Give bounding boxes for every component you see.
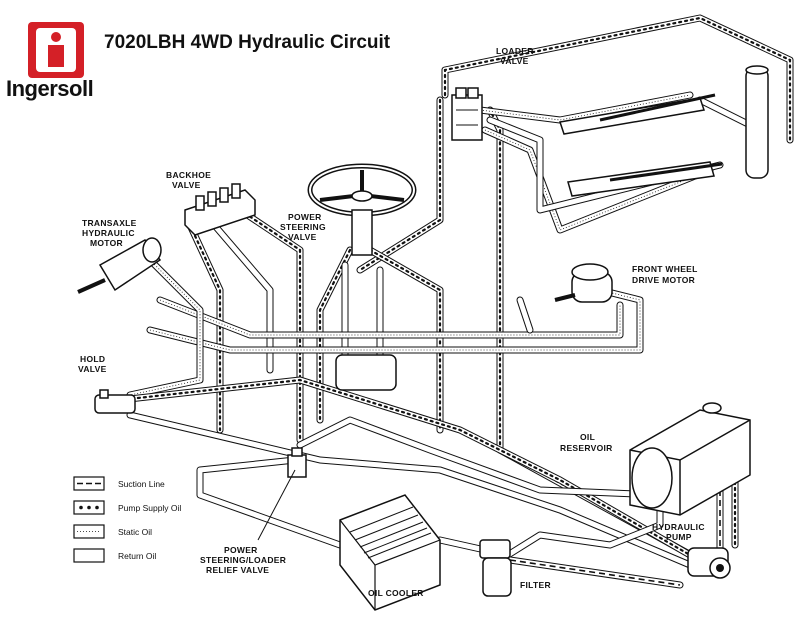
relief-valve-leader-line bbox=[257, 469, 296, 541]
loader-valve-icon bbox=[451, 87, 483, 141]
pipe-backhoe bbox=[186, 206, 304, 444]
legend-suction-swatch bbox=[73, 476, 105, 491]
transaxle-motor-icon bbox=[77, 237, 162, 294]
label-oil-cooler: OIL COOLER bbox=[368, 588, 424, 598]
pipe-transaxle bbox=[126, 256, 204, 399]
legend-return-label: Return Oil bbox=[118, 551, 156, 561]
oil-cooler-icon bbox=[339, 494, 441, 611]
legend-static-swatch bbox=[73, 524, 105, 539]
legend-pump-swatch bbox=[73, 500, 105, 515]
page-title: 7020LBH 4WD Hydraulic Circuit bbox=[104, 32, 391, 53]
front-wheel-drive-motor-icon bbox=[554, 263, 613, 303]
label-loader-valve: LOADER VALVE bbox=[496, 46, 536, 66]
legend-static-label: Static Oil bbox=[118, 527, 152, 537]
hold-valve-icon bbox=[94, 389, 136, 414]
legend: Suction Line Pump Supply Oil Static Oil … bbox=[73, 476, 181, 563]
pipe-loader-top bbox=[356, 14, 794, 274]
lift-cylinder-icon bbox=[745, 65, 769, 179]
pipe-network bbox=[116, 14, 794, 589]
label-oil-reservoir: OIL RESERVOIR bbox=[560, 432, 613, 453]
hydraulic-pump-icon bbox=[687, 547, 731, 579]
backhoe-valve-icon bbox=[184, 183, 256, 236]
loader-cylinder-lower-icon bbox=[567, 161, 723, 197]
legend-pump-label: Pump Supply Oil bbox=[118, 503, 181, 513]
filter-icon bbox=[479, 539, 512, 597]
label-front-wheel-drive-motor: FRONT WHEEL DRIVE MOTOR bbox=[632, 264, 700, 285]
ingersoll-logo-icon bbox=[28, 22, 84, 78]
label-transaxle-motor: TRANSAXLE HYDRAULIC MOTOR bbox=[82, 218, 139, 248]
label-filter: FILTER bbox=[520, 580, 551, 590]
label-relief-valve: POWER STEERING/LOADER RELIEF VALVE bbox=[200, 545, 289, 575]
brand-name: Ingersoll bbox=[6, 76, 94, 101]
label-backhoe-valve: BACKHOE VALVE bbox=[166, 170, 214, 190]
label-hydraulic-pump: HYDRAULIC PUMP bbox=[652, 522, 707, 542]
oil-reservoir-icon bbox=[629, 402, 751, 516]
loader-cylinder-upper-icon bbox=[559, 93, 716, 135]
legend-suction-label: Suction Line bbox=[118, 479, 165, 489]
power-steering-valve-icon bbox=[335, 354, 397, 391]
legend-return-swatch bbox=[73, 548, 105, 563]
label-power-steering-valve: POWER STEERING VALVE bbox=[280, 212, 329, 242]
steering-wheel-icon bbox=[307, 163, 417, 256]
relief-valve-icon bbox=[287, 447, 307, 478]
pipe-hold bbox=[116, 376, 694, 569]
label-hold-valve: HOLD VALVE bbox=[78, 354, 108, 374]
